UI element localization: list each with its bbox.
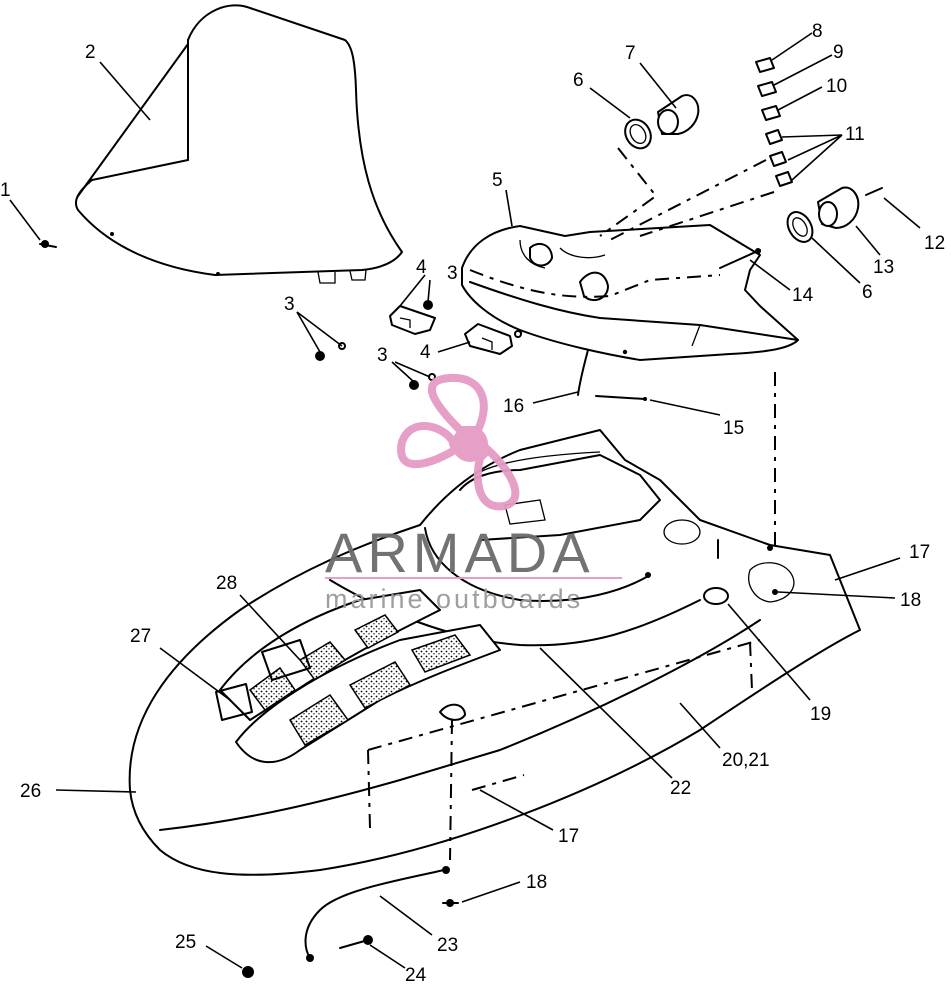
gauge-bezel-ring-2 xyxy=(786,211,814,243)
windshield xyxy=(74,4,403,284)
gauge-bezel-ring xyxy=(624,118,652,150)
callout-6b: 6 xyxy=(862,282,873,303)
callout-5: 5 xyxy=(492,170,503,191)
callout-4a: 4 xyxy=(416,257,427,278)
callout-3a: 3 xyxy=(284,294,295,315)
callout-3b: 3 xyxy=(377,345,388,366)
callout-15: 15 xyxy=(723,418,744,439)
watermark-tagline: marine outboards xyxy=(325,584,583,614)
guide-lines xyxy=(599,147,776,559)
air-intake-vents xyxy=(215,589,501,764)
callout-18a: 18 xyxy=(900,590,921,611)
callout-labels: 1 2 3 3 3 4 4 5 6 6 7 8 9 10 11 12 13 14… xyxy=(0,21,945,986)
callout-10: 10 xyxy=(826,76,847,97)
callout-1: 1 xyxy=(0,180,11,201)
callout-20-21: 20,21 xyxy=(722,750,770,771)
callout-25: 25 xyxy=(175,932,196,953)
callout-2: 2 xyxy=(85,42,96,63)
callout-22: 22 xyxy=(670,778,691,799)
callout-18b: 18 xyxy=(526,872,547,893)
bolt xyxy=(719,248,761,269)
callout-13: 13 xyxy=(873,257,894,278)
gauge xyxy=(657,94,700,135)
screw xyxy=(39,240,57,248)
dash-panel xyxy=(461,224,799,361)
callout-4b: 4 xyxy=(420,342,431,363)
callout-9: 9 xyxy=(833,42,844,63)
callout-11: 11 xyxy=(845,124,865,145)
callout-23: 23 xyxy=(437,935,458,956)
callout-16: 16 xyxy=(503,396,524,417)
callout-17a: 17 xyxy=(909,542,930,563)
callout-17b: 17 xyxy=(558,826,579,847)
watermark-brand: ARMADA xyxy=(325,521,595,584)
callout-12: 12 xyxy=(924,233,945,254)
callout-8: 8 xyxy=(812,21,823,42)
gauge-2 xyxy=(817,186,860,229)
callout-26: 26 xyxy=(20,781,41,802)
clips xyxy=(755,57,793,187)
callout-14: 14 xyxy=(792,285,814,306)
callout-24: 24 xyxy=(405,965,427,986)
callout-6a: 6 xyxy=(573,70,584,91)
bulb xyxy=(865,187,883,196)
propeller-logo xyxy=(397,373,520,511)
leader-lines xyxy=(9,32,921,969)
callout-7: 7 xyxy=(625,43,636,64)
cable xyxy=(577,349,647,401)
lower-hardware xyxy=(242,719,459,978)
callout-28: 28 xyxy=(216,573,237,594)
callout-19: 19 xyxy=(810,704,831,725)
callout-3c: 3 xyxy=(447,263,458,284)
callout-27: 27 xyxy=(130,626,151,647)
watermark: ARMADA marine outboards xyxy=(325,373,622,614)
